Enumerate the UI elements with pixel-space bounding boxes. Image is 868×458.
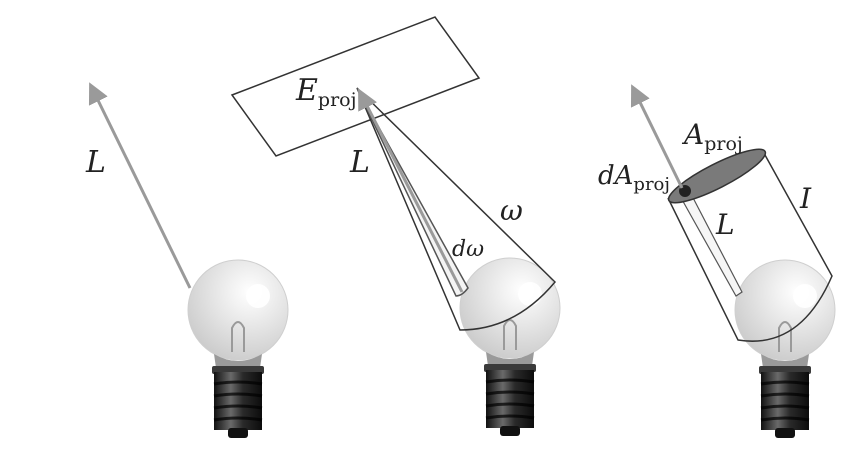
radiance-arrow-2 <box>360 92 462 292</box>
panel-1: L <box>85 86 288 438</box>
label-radiance-1: L <box>85 145 106 180</box>
label-diff-projected-area: dAproj <box>598 161 670 195</box>
projection-plane <box>232 17 479 156</box>
radiance-arrow-3 <box>633 88 682 188</box>
label-projected-area: Aproj <box>681 118 743 155</box>
label-radiance-3: L <box>715 208 735 241</box>
panel-2: Eproj L ω dω <box>232 17 560 436</box>
radiance-arrow-1 <box>91 86 190 288</box>
light-bulb-icon <box>460 258 560 436</box>
panel-3: Aproj dAproj L I <box>598 88 835 438</box>
light-bulb-icon <box>188 260 288 438</box>
label-intensity: I <box>799 182 812 215</box>
label-solid-angle: ω <box>500 194 523 227</box>
label-radiance-2: L <box>349 145 370 180</box>
label-diff-solid-angle: dω <box>452 237 484 262</box>
light-bulb-icon <box>735 260 835 438</box>
